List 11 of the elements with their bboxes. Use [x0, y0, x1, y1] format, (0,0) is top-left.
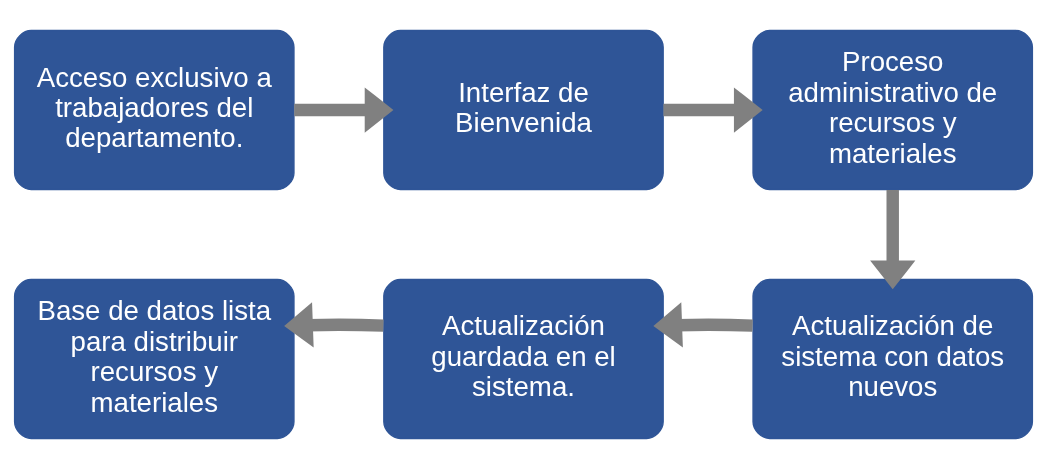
node-box: Interfaz de Bienvenida [383, 29, 664, 190]
arrow [663, 86, 763, 133]
arrow [294, 86, 394, 133]
node-box: Proceso administrativo de recursos y materiales [752, 29, 1034, 190]
arrow [870, 189, 916, 289]
node-box: Actualización de sistema con datos nuevos [752, 278, 1034, 439]
node-box: Acceso exclusivo a trabajadores del departamento. [13, 29, 295, 190]
node-box: Base de datos lista para distribuir recursos y materiales [13, 278, 295, 439]
node-box: Actualización guardada en el sistema. [383, 278, 664, 439]
arrow [653, 301, 753, 348]
arrow [284, 301, 384, 348]
